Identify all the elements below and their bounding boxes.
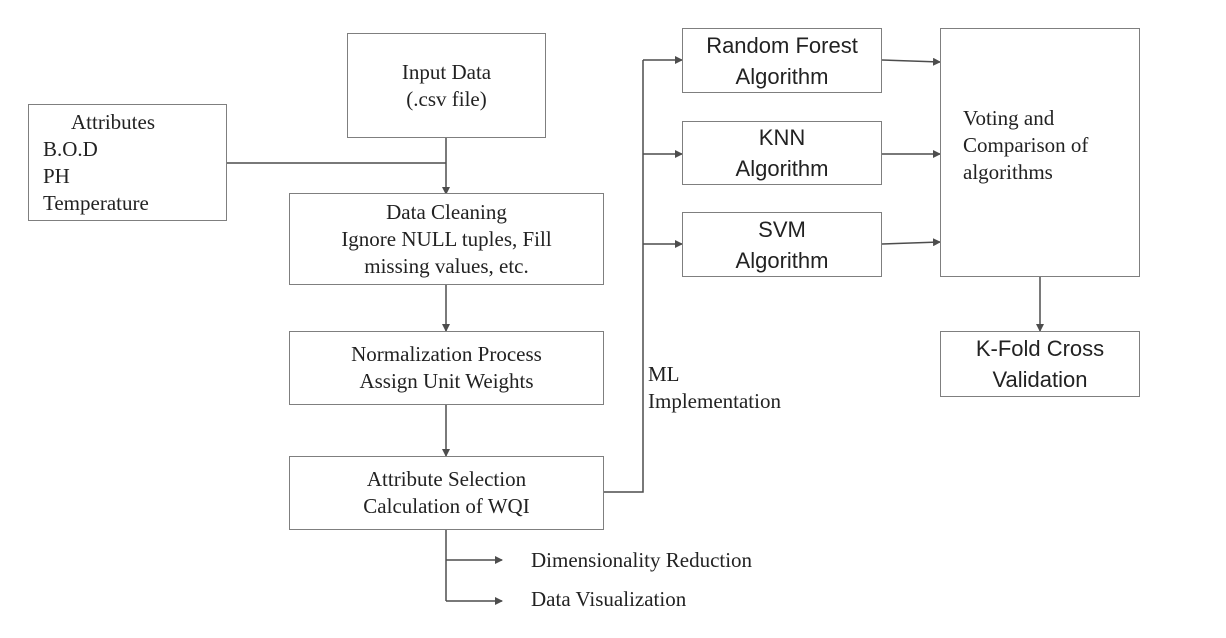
dimensionality-reduction-label: Dimensionality Reduction (531, 548, 753, 572)
attributes-box: Attributes B.O.D PH Temperature (28, 104, 227, 221)
attribute-selection-title: Attribute Selection (366, 467, 527, 491)
voting-box: Voting and Comparison of algorithms (940, 28, 1140, 277)
connector-selection-to-ml (603, 60, 644, 493)
knn-title: KNN (758, 125, 806, 150)
data-cleaning-line-2: missing values, etc. (364, 253, 529, 278)
kfold-title: K-Fold Cross (975, 336, 1105, 361)
voting-line-1: Voting and (963, 106, 1055, 130)
knn-subtitle: Algorithm (735, 156, 829, 181)
attribute-temperature: Temperature (43, 190, 149, 215)
attribute-selection-box: Attribute Selection Calculation of WQI (289, 456, 604, 530)
input-data-format: (.csv file) (406, 86, 487, 111)
data-cleaning-box: Data Cleaning Ignore NULL tuples, Fill m… (289, 193, 604, 285)
ml-implementation-label: ML Implementation (648, 361, 781, 415)
input-data-box: Input Data (.csv file) (347, 33, 546, 138)
svm-title: SVM (758, 216, 806, 242)
ml-label-line-2: Implementation (648, 389, 781, 413)
normalization-box: Normalization Process Assign Unit Weight… (289, 331, 604, 405)
random-forest-title: Random Forest (706, 32, 858, 58)
ml-label-line-1: ML (648, 362, 680, 386)
kfold-subtitle: Validation (992, 367, 1088, 392)
attributes-title: Attributes (71, 109, 155, 134)
voting-line-2: Comparison of (963, 133, 1089, 157)
normalization-title: Normalization Process (351, 342, 542, 366)
arrow-svm-to-voting (881, 238, 941, 247)
input-data-title: Input Data (401, 59, 492, 84)
attribute-selection-detail: Calculation of WQI (363, 494, 530, 518)
knn-box: KNN Algorithm (682, 121, 882, 185)
voting-line-3: algorithms (963, 160, 1053, 184)
svm-subtitle: Algorithm (735, 247, 829, 273)
data-cleaning-line-1: Ignore NULL tuples, Fill (341, 226, 552, 251)
random-forest-box: Random Forest Algorithm (682, 28, 882, 93)
kfold-box: K-Fold Cross Validation (940, 331, 1140, 397)
arrow-rf-to-voting (881, 57, 941, 66)
random-forest-subtitle: Algorithm (735, 63, 829, 89)
data-visualization-label: Data Visualization (531, 587, 687, 611)
normalization-detail: Assign Unit Weights (359, 369, 534, 393)
attribute-bod: B.O.D (43, 136, 98, 161)
attribute-ph: PH (43, 163, 70, 188)
svm-box: SVM Algorithm (682, 212, 882, 277)
data-cleaning-title: Data Cleaning (386, 199, 507, 224)
